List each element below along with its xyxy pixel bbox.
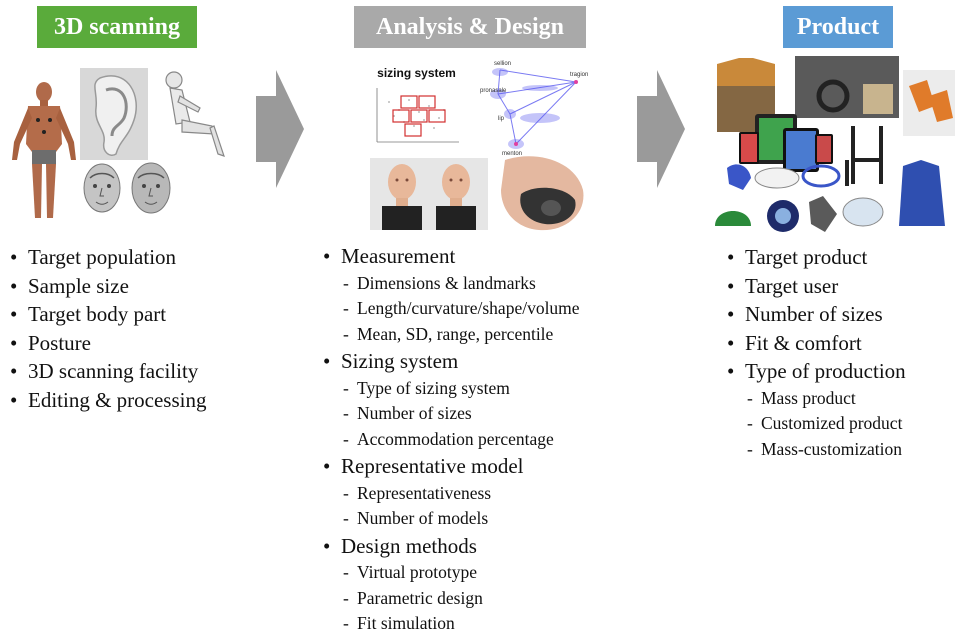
scanning-column: 3D scanning (0, 0, 250, 644)
sub-item: Accommodation percentage (341, 427, 580, 453)
list-item: Target user (725, 272, 906, 301)
list-item: Posture (8, 329, 206, 358)
sub-item: Customized product (745, 411, 906, 437)
product-collage-image (713, 56, 957, 236)
list-item: Type of production Mass product Customiz… (725, 357, 906, 462)
section-title: Representative model (341, 454, 524, 478)
sub-item: Number of models (341, 506, 580, 532)
sizing-chart-title: sizing system (377, 66, 456, 80)
body-scan-image (8, 80, 80, 220)
section-title: Measurement (341, 244, 456, 268)
scanning-list: Target population Sample size Target bod… (8, 243, 206, 414)
sub-item: Mean, SD, range, percentile (341, 322, 580, 348)
sub-item: Representativeness (341, 481, 580, 507)
sub-item: Parametric design (341, 586, 580, 612)
landmark-label: sellion (494, 61, 511, 67)
sub-item: Number of sizes (341, 401, 580, 427)
flow-arrow-icon (635, 68, 687, 195)
list-item: Target product (725, 243, 906, 272)
product-column: Product (705, 0, 959, 644)
analysis-column: Analysis & Design sizing system (305, 0, 635, 644)
analysis-header: Analysis & Design (354, 6, 586, 48)
list-item: Sizing system Type of sizing system Numb… (321, 347, 580, 452)
product-header: Product (783, 6, 893, 48)
scanning-header: 3D scanning (37, 6, 197, 48)
list-item: 3D scanning facility (8, 357, 206, 386)
section-title: Type of production (745, 359, 906, 383)
sub-item: Length/curvature/shape/volume (341, 296, 580, 322)
head-scan-front-image (80, 160, 124, 220)
sub-item: Mass product (745, 386, 906, 412)
list-item: Target body part (8, 300, 206, 329)
mask-fit-image (495, 150, 591, 234)
list-item: Sample size (8, 272, 206, 301)
list-item: Measurement Dimensions & landmarks Lengt… (321, 242, 580, 347)
analysis-list: Measurement Dimensions & landmarks Lengt… (321, 242, 580, 637)
list-item: Representative model Representativeness … (321, 452, 580, 532)
list-item: Number of sizes (725, 300, 906, 329)
landmark-label: menton (502, 151, 522, 157)
landmark-label: lip (498, 116, 505, 122)
sub-item: Dimensions & landmarks (341, 271, 580, 297)
sub-item: Mass-customization (745, 437, 906, 463)
sub-item: Type of sizing system (341, 376, 580, 402)
section-title: Sizing system (341, 349, 459, 373)
list-item: Target population (8, 243, 206, 272)
ear-scan-image (80, 68, 148, 160)
head-scan-side-image (128, 160, 174, 220)
seated-scan-image (152, 68, 232, 160)
list-item: Fit & comfort (725, 329, 906, 358)
mannequin-heads-image (370, 158, 488, 230)
landmark-diagram: sellion tragion pronasale lip menton (480, 58, 600, 158)
sub-item: Fit simulation (341, 611, 580, 637)
product-list: Target product Target user Number of siz… (725, 243, 906, 462)
sub-item: Virtual prototype (341, 560, 580, 586)
sizing-system-chart: sizing system (359, 62, 474, 154)
list-item: Design methods Virtual prototype Paramet… (321, 532, 580, 637)
flow-arrow-icon (254, 68, 306, 195)
list-item: Editing & processing (8, 386, 206, 415)
section-title: Design methods (341, 533, 477, 558)
landmark-label: pronasale (480, 88, 507, 94)
landmark-label: tragion (570, 72, 588, 78)
